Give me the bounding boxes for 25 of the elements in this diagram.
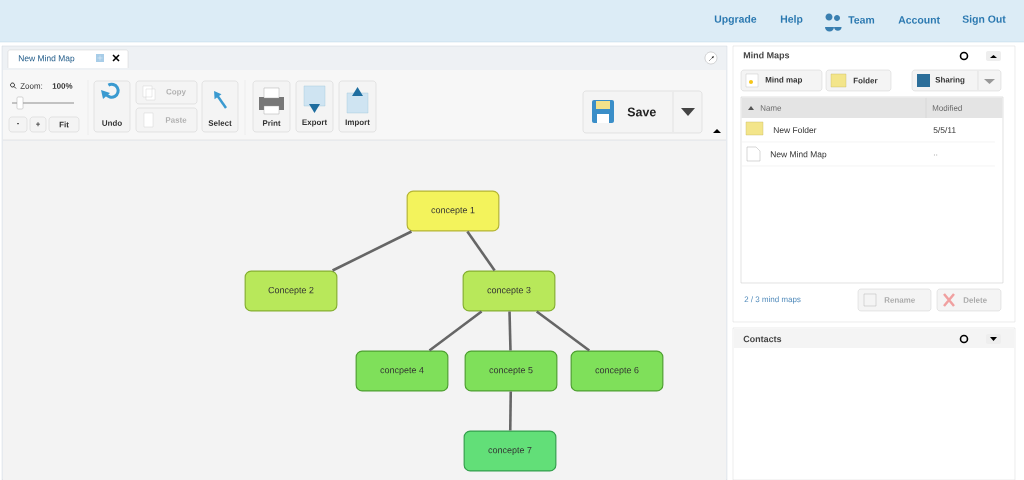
- concept-box: concepte 6: [570, 350, 664, 392]
- concept-box: concepte 1: [406, 190, 500, 232]
- file-name: New Folder: [773, 126, 817, 134]
- nav-link: Account: [898, 16, 940, 24]
- connector-line: [535, 310, 591, 352]
- concept-box: Concepte 2: [244, 270, 338, 312]
- concept-box: concpete 4: [355, 350, 449, 392]
- modified-date: 5/5/11: [933, 126, 956, 134]
- connector-line: [508, 311, 512, 351]
- concept-box: concepte 7: [463, 430, 557, 472]
- tab: New Mind Map: [7, 49, 129, 69]
- concept-box: concepte 3: [462, 270, 556, 312]
- nav-link: Upgrade: [714, 15, 757, 25]
- connector-line: [508, 391, 513, 431]
- connector-line: [428, 310, 483, 352]
- nav-link: Team: [848, 16, 875, 24]
- concept-box: concepte 5: [464, 350, 558, 392]
- connector-line: [332, 230, 413, 272]
- save-button: Save: [582, 90, 703, 134]
- connector-line: [466, 230, 496, 272]
- modified-date: ..: [933, 154, 938, 156]
- nav-link: Sign Out: [962, 15, 1006, 25]
- nav-link: Help: [780, 15, 803, 25]
- panel-title: Mind Maps: [743, 51, 790, 61]
- file-name: New Mind Map: [770, 151, 827, 159]
